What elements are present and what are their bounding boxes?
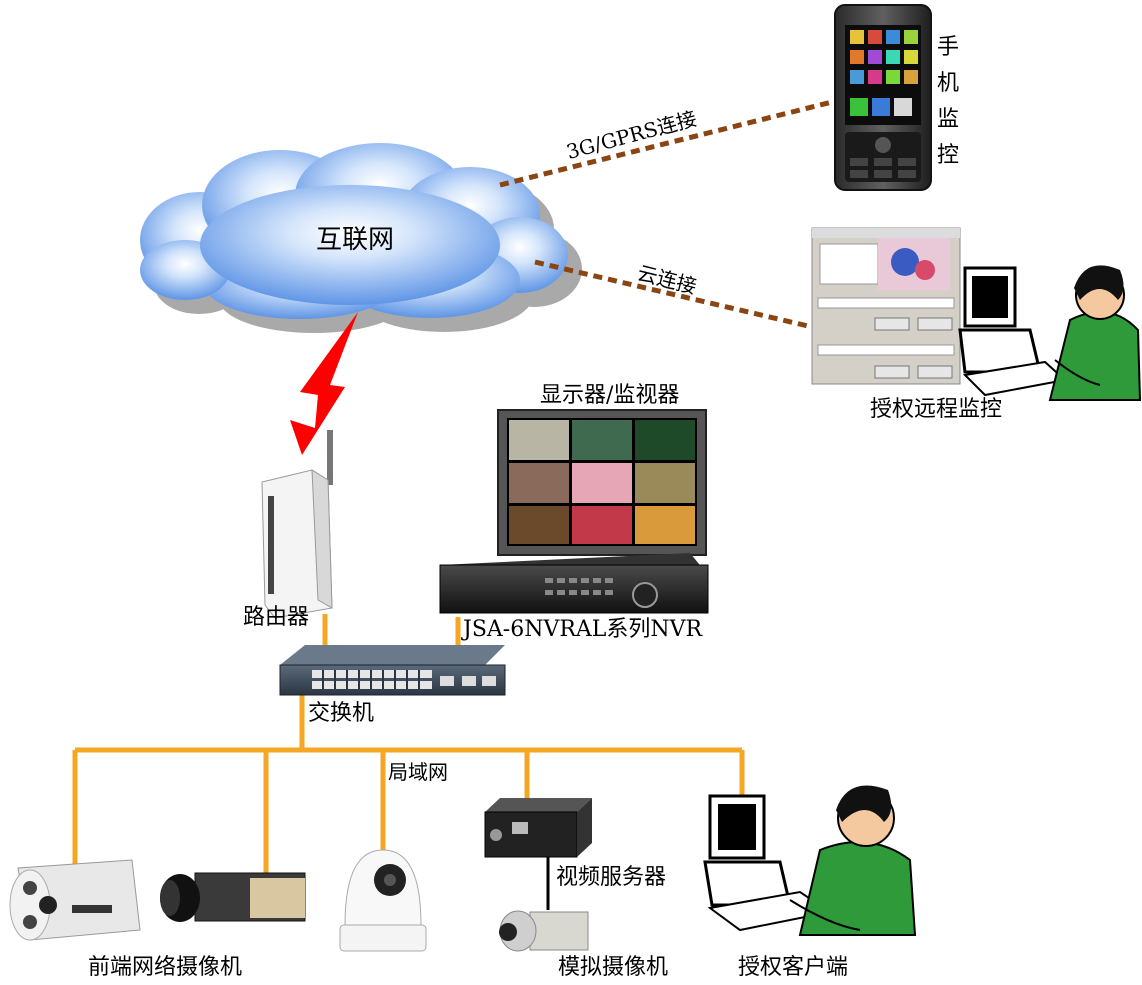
lan-cabling bbox=[72, 614, 745, 873]
internet-label: 互联网 bbox=[316, 225, 395, 255]
ptz-camera-icon bbox=[339, 849, 427, 952]
network-switch-icon bbox=[279, 645, 506, 696]
mobile-phone-icon bbox=[834, 4, 932, 191]
wireless-lightning-icon bbox=[290, 312, 358, 455]
nvr-device-icon bbox=[439, 553, 709, 614]
box-camera-icon bbox=[160, 872, 306, 922]
monitor-wall-icon bbox=[497, 409, 707, 556]
remote-client-window-icon bbox=[811, 227, 961, 385]
nvr-label: JSA-6NVRAL系列NVR bbox=[463, 617, 703, 642]
front-ip-camera-label: 前端网络摄像机 bbox=[88, 955, 243, 980]
analog-camera-icon bbox=[499, 910, 589, 952]
display-monitor-label: 显示器/监视器 bbox=[540, 383, 680, 408]
router-icon bbox=[261, 430, 333, 619]
video-server-icon bbox=[484, 798, 592, 910]
analog-camera-label: 模拟摄像机 bbox=[558, 955, 669, 980]
authorized-client-icon bbox=[703, 785, 917, 936]
switch-label: 交换机 bbox=[308, 701, 375, 726]
remote-user-icon bbox=[958, 265, 1142, 401]
bullet-camera-icon bbox=[9, 859, 141, 941]
internet-cloud bbox=[140, 143, 582, 333]
cloud-link-line bbox=[534, 259, 809, 329]
remote-monitor-label: 授权远程监控 bbox=[870, 397, 1003, 422]
video-server-label: 视频服务器 bbox=[556, 865, 667, 890]
router-label: 路由器 bbox=[243, 605, 310, 630]
authorized-client-label: 授权客户端 bbox=[738, 955, 849, 980]
gprs-link-line bbox=[499, 99, 833, 188]
lan-label: 局域网 bbox=[388, 760, 448, 784]
mobile-monitor-label: 手机监控 bbox=[936, 35, 959, 168]
